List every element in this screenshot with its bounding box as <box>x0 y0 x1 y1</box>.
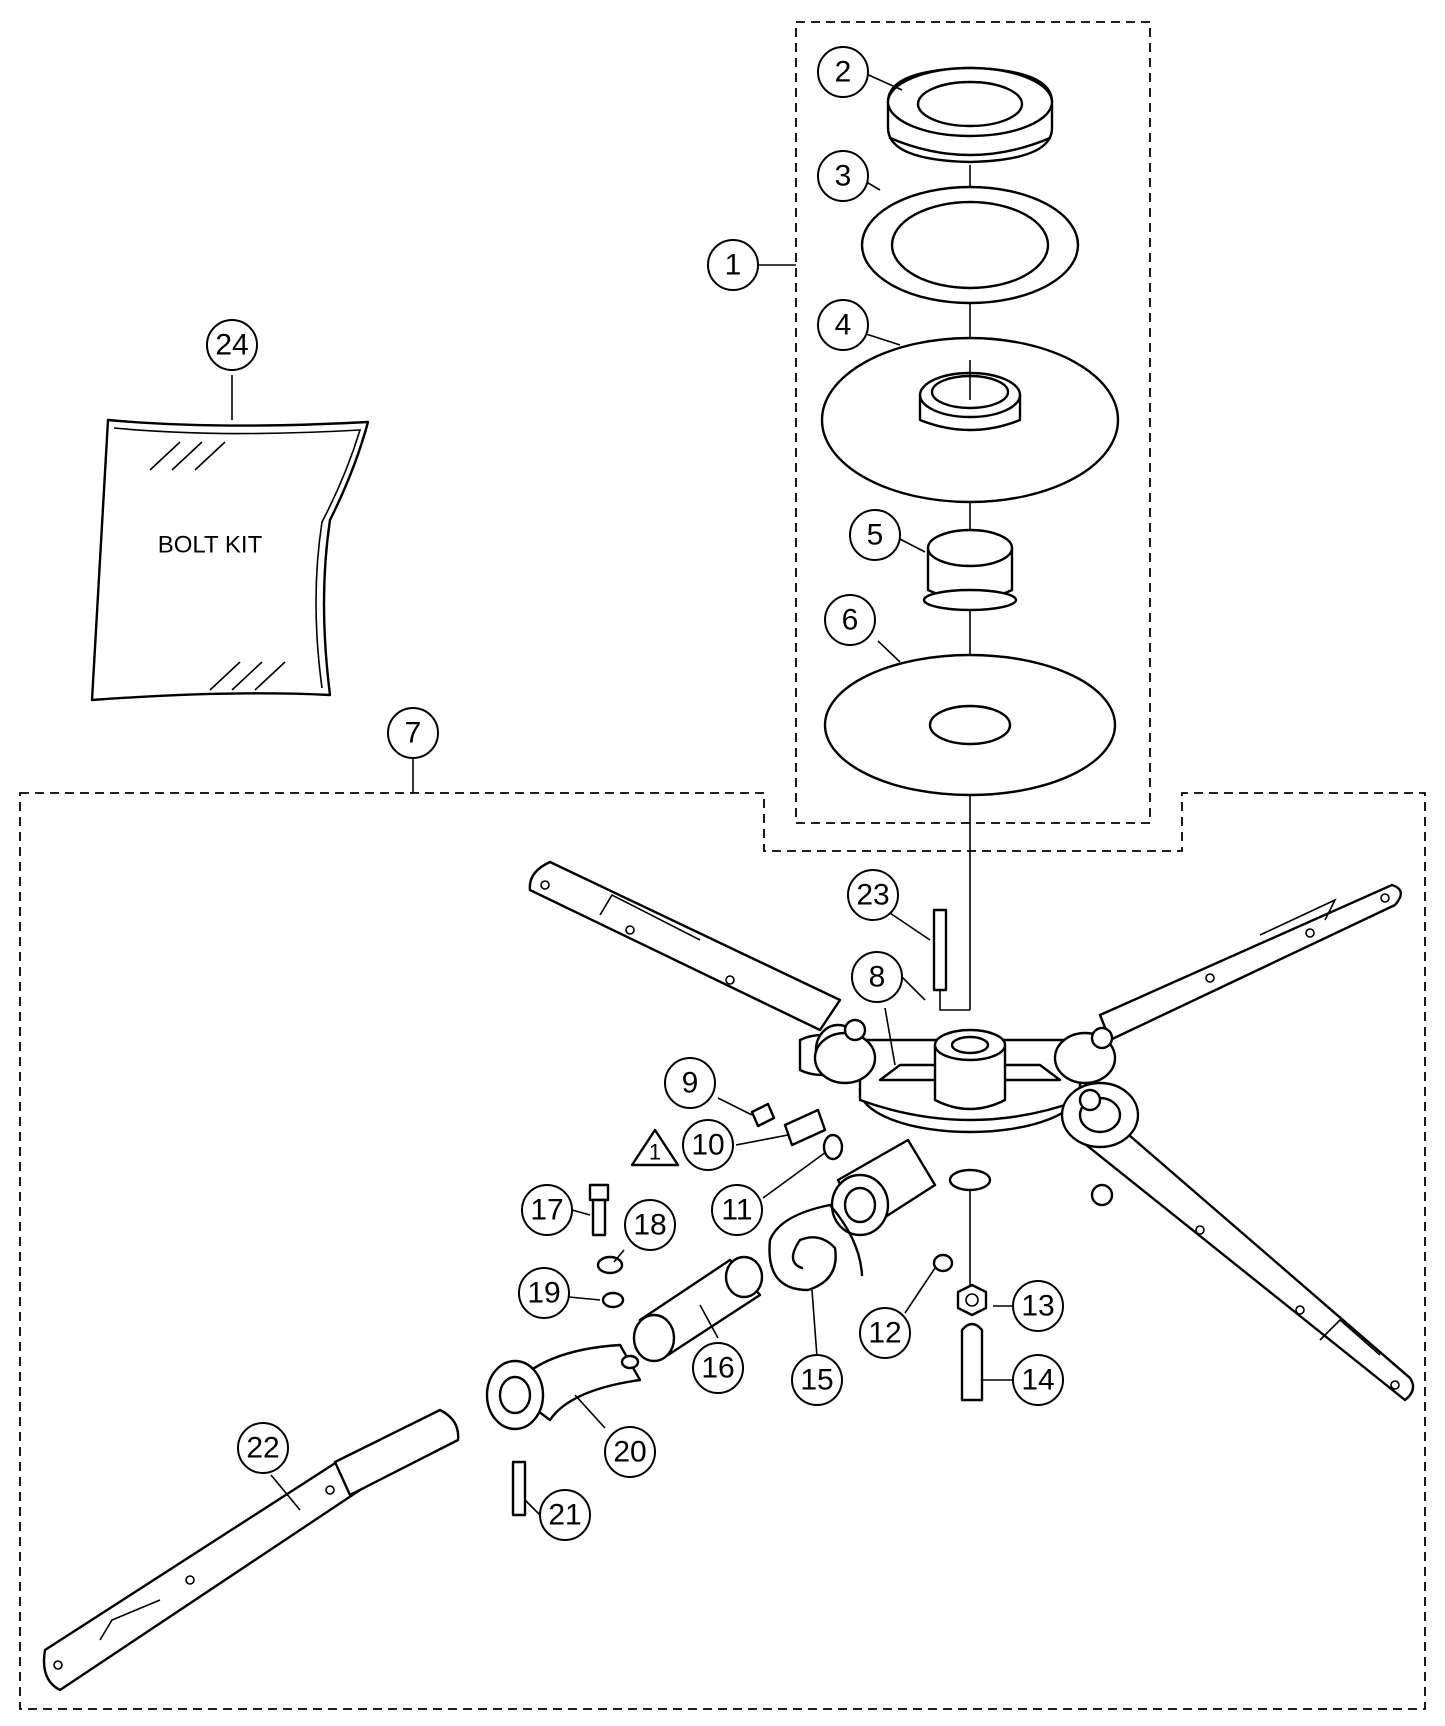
parts-17-18-19-hardware <box>588 1183 625 1309</box>
part-12-nut <box>932 1253 954 1273</box>
svg-text:23: 23 <box>856 879 889 912</box>
svg-text:16: 16 <box>701 1352 734 1385</box>
callout-12: 12 <box>859 1307 911 1359</box>
callout-23: 23 <box>847 869 899 921</box>
svg-text:22: 22 <box>246 1432 279 1465</box>
svg-text:11: 11 <box>721 1194 752 1227</box>
svg-text:24: 24 <box>215 329 248 362</box>
part-22-arm <box>42 1408 460 1692</box>
part-14-link <box>960 1322 984 1402</box>
part-20-arm-bracket <box>485 1343 642 1431</box>
svg-text:10: 10 <box>691 1129 724 1162</box>
svg-text:6: 6 <box>842 604 859 637</box>
callout-18: 18 <box>624 1199 676 1251</box>
callout-20: 20 <box>604 1426 656 1478</box>
svg-text:4: 4 <box>835 309 852 342</box>
callout-14: 14 <box>1012 1354 1064 1406</box>
warning-triangle-icon: 1 <box>630 1128 680 1167</box>
svg-text:2: 2 <box>835 56 852 89</box>
part-23-pin <box>932 908 970 1011</box>
callout-24: 24 <box>206 319 258 371</box>
svg-text:14: 14 <box>1021 1364 1054 1397</box>
part-2-top-seal <box>886 66 1054 164</box>
callout-1: 1 <box>707 239 759 291</box>
svg-text:21: 21 <box>548 1499 581 1532</box>
bag-label: BOLT KIT <box>158 532 263 559</box>
callout-6: 6 <box>824 594 876 646</box>
svg-text:3: 3 <box>835 160 852 193</box>
svg-text:13: 13 <box>1021 1290 1054 1323</box>
callout-17: 17 <box>521 1184 573 1236</box>
callout-22: 22 <box>237 1422 289 1474</box>
callout-21: 21 <box>539 1489 591 1541</box>
spider-assembly <box>528 860 1415 1402</box>
callout-15: 15 <box>791 1354 843 1406</box>
svg-text:15: 15 <box>800 1364 833 1397</box>
svg-text:8: 8 <box>869 961 886 994</box>
part-24-bolt-kit-bag: BOLT KIT <box>90 418 370 702</box>
part-15-spring <box>768 1203 864 1292</box>
callout-13: 13 <box>1012 1280 1064 1332</box>
callout-11: 11 <box>711 1184 763 1236</box>
callout-19: 19 <box>518 1267 570 1319</box>
svg-text:9: 9 <box>682 1067 699 1100</box>
part-4-disc-with-hub <box>820 336 1120 504</box>
svg-text:20: 20 <box>613 1436 646 1469</box>
part-13-hex-nut <box>956 1283 988 1317</box>
callout-3: 3 <box>817 150 869 202</box>
part-6-washer-disc <box>823 653 1117 797</box>
callout-7: 7 <box>387 707 439 759</box>
part-3-flat-ring <box>860 185 1080 305</box>
callout-4: 4 <box>817 299 869 351</box>
svg-text:12: 12 <box>868 1317 901 1350</box>
svg-text:18: 18 <box>633 1209 666 1242</box>
callout-16: 16 <box>692 1342 744 1394</box>
svg-text:17: 17 <box>530 1194 563 1227</box>
part-5-bushing <box>922 528 1018 612</box>
part-16-sleeve <box>632 1255 764 1363</box>
part-21-pin <box>511 1460 527 1517</box>
assembly-7-outline <box>19 792 1426 1710</box>
callout-10: 10 <box>682 1119 734 1171</box>
svg-text:7: 7 <box>405 717 422 750</box>
parts-9-10-11-fittings <box>750 1102 844 1161</box>
svg-text:1: 1 <box>725 249 742 282</box>
svg-text:19: 19 <box>527 1277 560 1310</box>
warning-symbol-label: 1 <box>649 1140 661 1165</box>
callout-2: 2 <box>817 46 869 98</box>
assembly-1-outline <box>795 21 1151 824</box>
svg-text:5: 5 <box>867 519 884 552</box>
callout-8: 8 <box>851 951 903 1003</box>
callout-9: 9 <box>664 1057 716 1109</box>
callout-5: 5 <box>849 509 901 561</box>
